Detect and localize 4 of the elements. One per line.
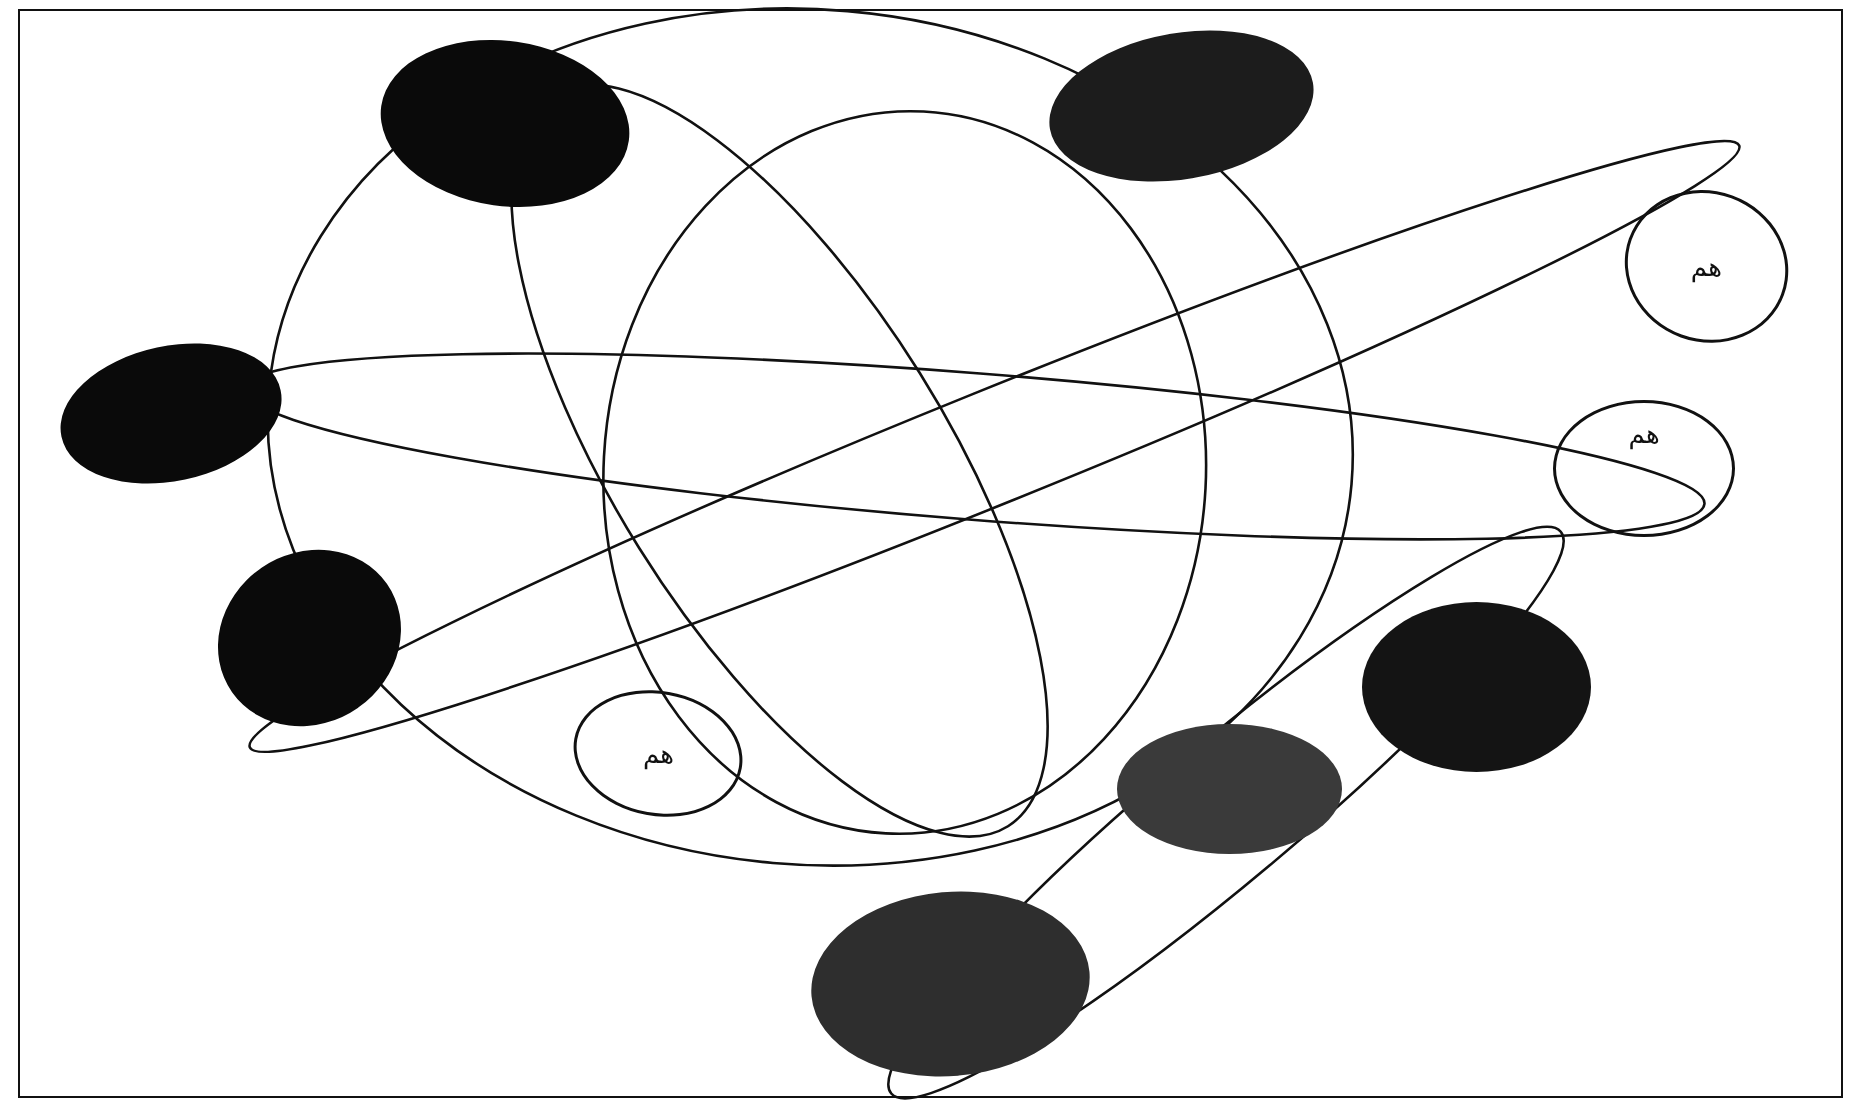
circle-label: هم (1691, 251, 1723, 282)
small-circle (1553, 400, 1736, 538)
circle-label: هم (642, 738, 674, 769)
circle-label: هم (1628, 419, 1660, 450)
